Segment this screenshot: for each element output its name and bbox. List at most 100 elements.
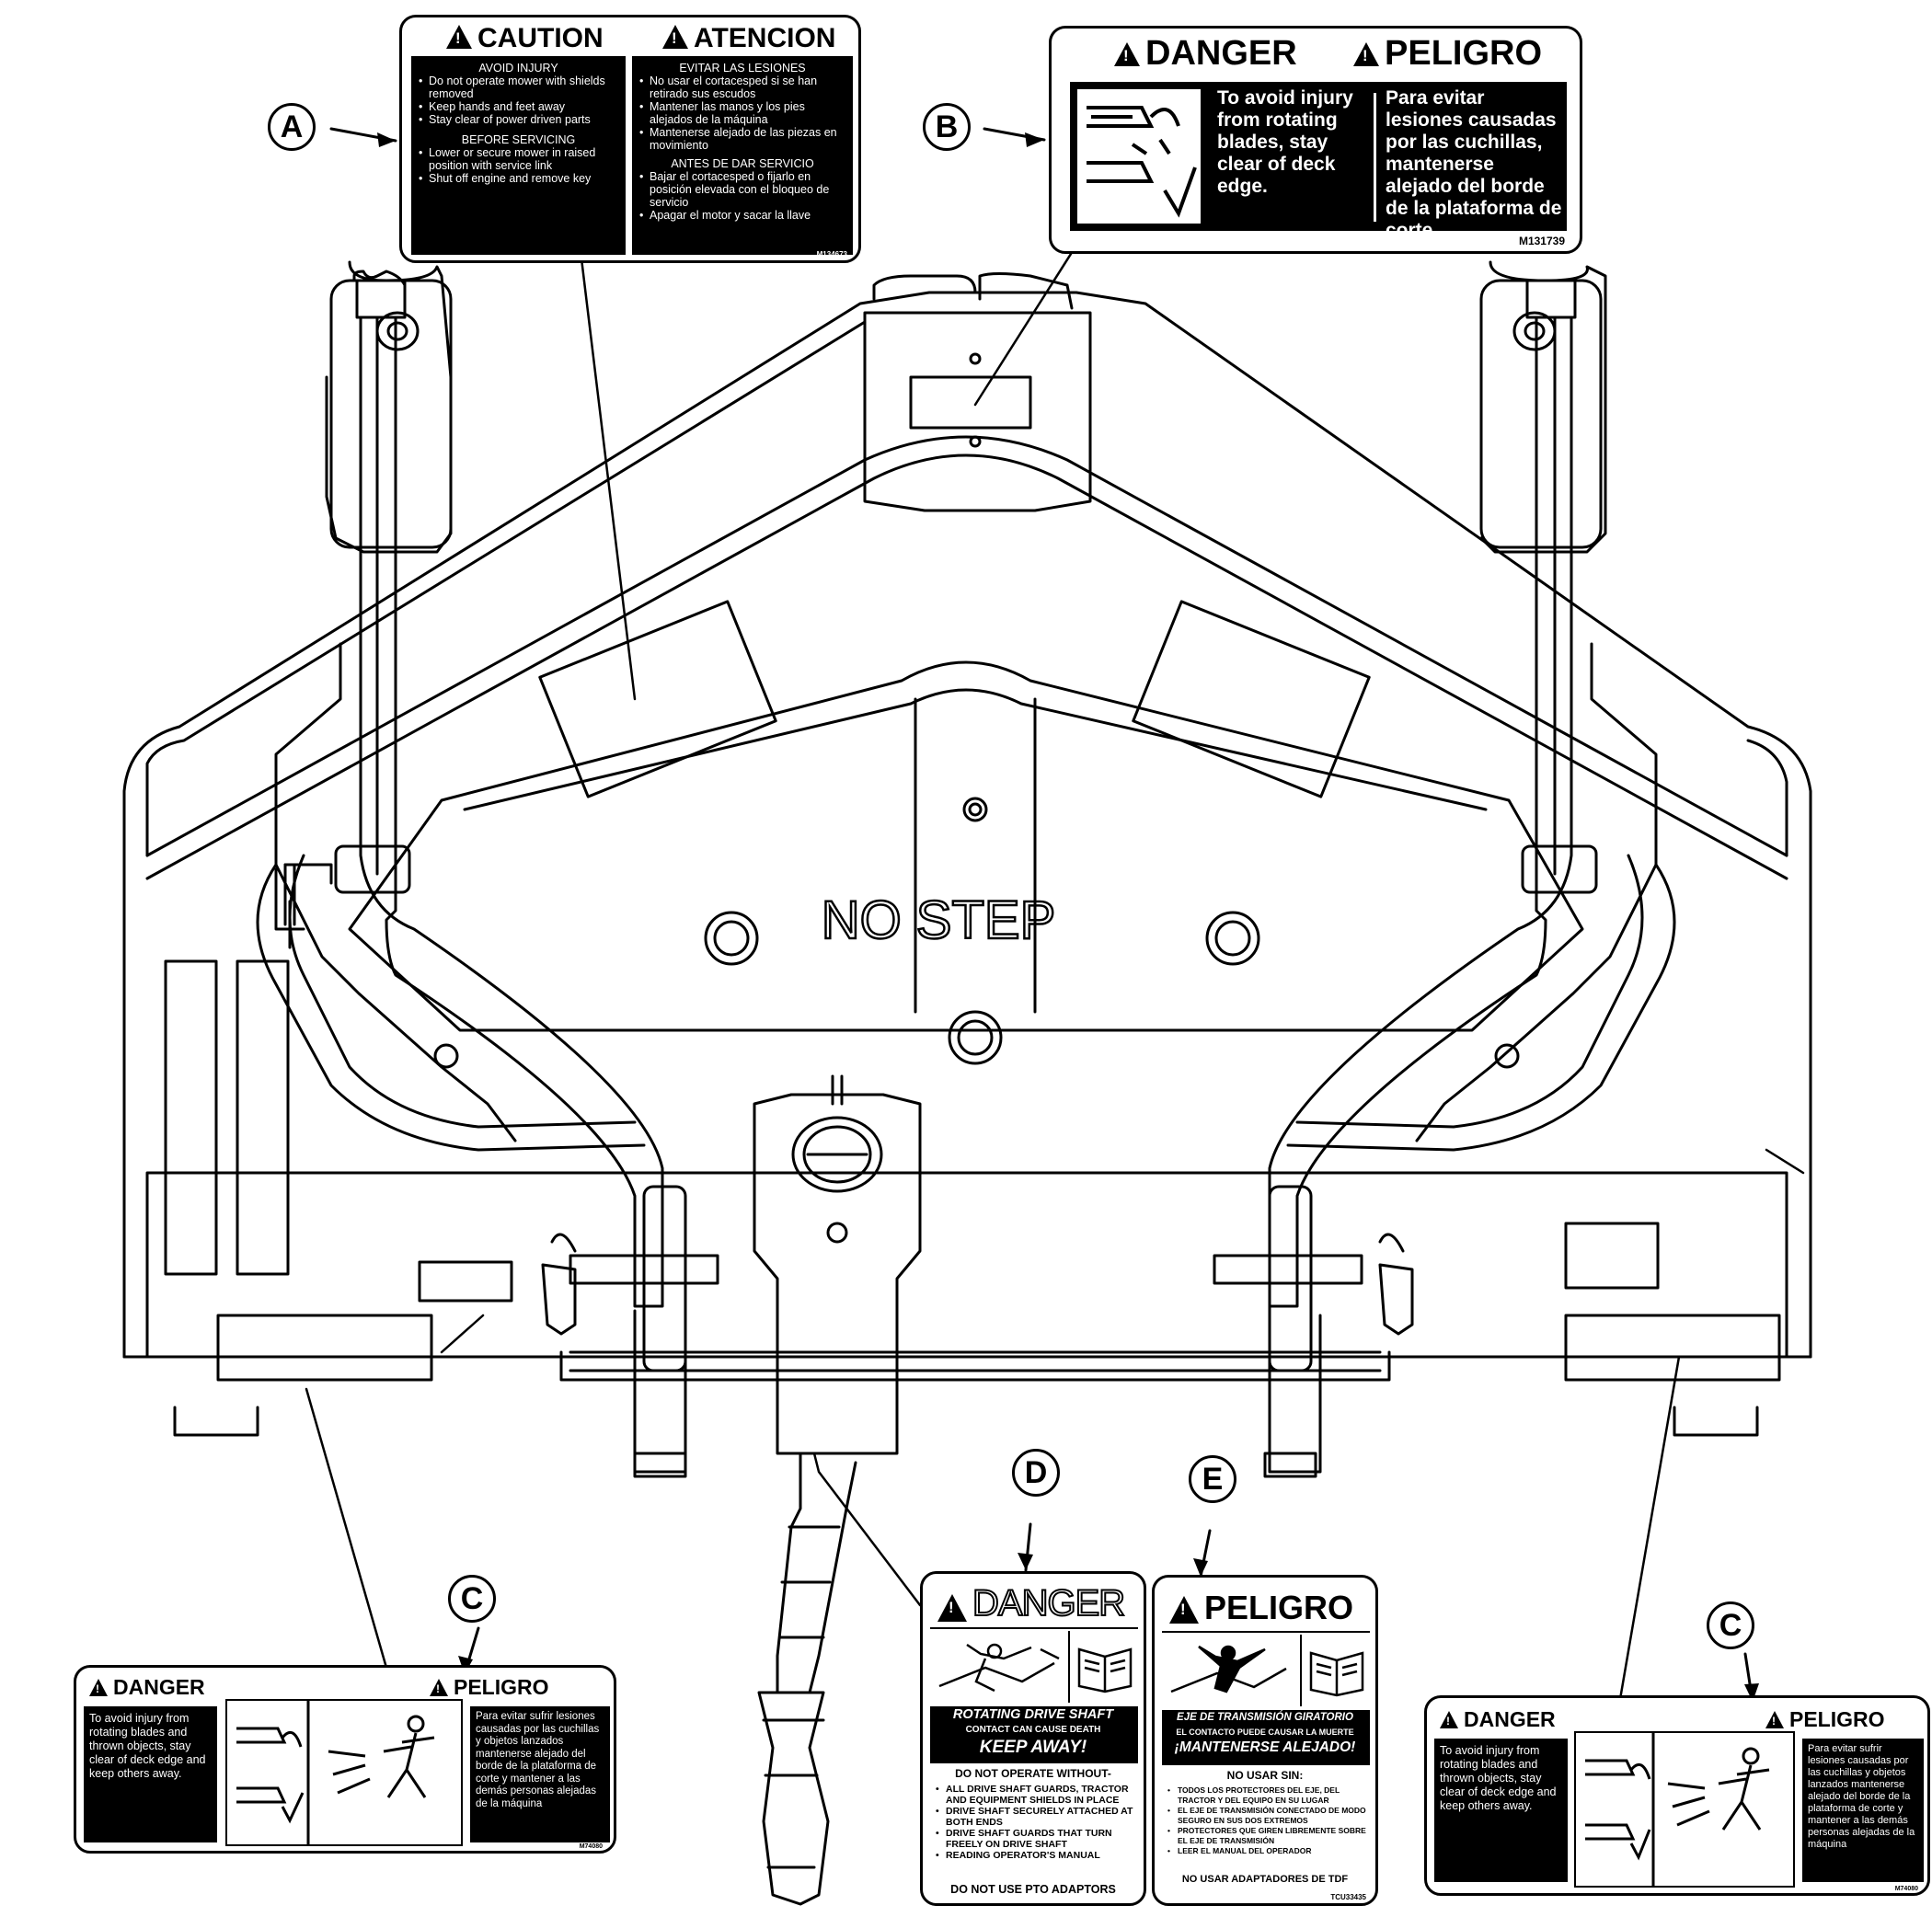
label-c-header-danger: DANGER bbox=[1440, 1707, 1556, 1732]
label-b-code: M131739 bbox=[1518, 235, 1565, 247]
label-a-code: M134673 bbox=[816, 250, 847, 258]
label-e-mantenerse-panel bbox=[1162, 1710, 1370, 1765]
label-c-header-peligro: PELIGRO bbox=[430, 1675, 549, 1700]
label-a-item: Apagar el motor y sacar la llave bbox=[639, 209, 845, 222]
label-c-code: M74080 bbox=[579, 1843, 603, 1850]
label-d-header: DANGER bbox=[930, 1581, 1138, 1629]
warning-triangle-icon bbox=[446, 25, 472, 49]
label-c-right-danger-decal: DANGER PELIGRO To avoid injury from rota… bbox=[1424, 1695, 1930, 1896]
label-a-item: Stay clear of power driven parts bbox=[419, 113, 618, 126]
warning-triangle-icon bbox=[937, 1594, 967, 1622]
label-a-caution-decal: CAUTION ATENCION AVOID INJURY Do not ope… bbox=[399, 15, 861, 263]
label-d-item: ALL DRIVE SHAFT GUARDS, TRACTOR AND EQUI… bbox=[936, 1784, 1140, 1806]
label-d-item: DRIVE SHAFT SECURELY ATTACHED AT BOTH EN… bbox=[936, 1806, 1140, 1828]
label-a-item: Keep hands and feet away bbox=[419, 100, 618, 113]
deck-outline bbox=[122, 291, 1812, 1359]
label-e-requirements-list: TODOS LOS PROTECTORES DEL EJE, DEL TRACT… bbox=[1167, 1785, 1372, 1856]
label-a-section-title: BEFORE SERVICING bbox=[461, 133, 576, 146]
label-c-english-text: To avoid injury from rotating blades and… bbox=[89, 1712, 206, 1780]
label-b-panel: To avoid injury from rotating blades, st… bbox=[1070, 82, 1567, 241]
label-c-spanish-panel: Para evitar sufrir lesiones causadas por… bbox=[1802, 1739, 1924, 1882]
label-a-item: Bajar el cortacesped o fijarlo en posici… bbox=[639, 170, 845, 209]
operator-manual-icon bbox=[1304, 1635, 1370, 1706]
label-e-item: PROTECTORES QUE GIREN LIBREMENTE SOBRE E… bbox=[1167, 1826, 1372, 1846]
label-e-footer: NO USAR ADAPTADORES DE TDF bbox=[1181, 1874, 1349, 1885]
warning-triangle-icon bbox=[430, 1679, 448, 1696]
callout-e: E bbox=[1189, 1455, 1236, 1503]
label-d-line4: DO NOT OPERATE WITHOUT- bbox=[955, 1767, 1111, 1780]
label-a-spanish-panel: EVITAR LAS LESIONES No usar el cortacesp… bbox=[632, 56, 853, 255]
label-a-item: Mantener las manos y los pies alejados d… bbox=[639, 100, 845, 126]
label-c-english-panel: To avoid injury from rotating blades and… bbox=[1434, 1739, 1568, 1882]
warning-triangle-icon bbox=[89, 1679, 108, 1696]
label-e-line2: EL CONTACTO PUEDE CAUSAR LA MUERTE bbox=[1176, 1728, 1354, 1737]
label-d-line1: ROTATING DRIVE SHAFT bbox=[952, 1707, 1114, 1722]
entanglement-hazard-icon bbox=[930, 1631, 1070, 1703]
entanglement-hazard-icon bbox=[1162, 1635, 1302, 1706]
label-c-english-text: To avoid injury from rotating blades and… bbox=[1440, 1744, 1557, 1812]
label-c-spanish-panel: Para evitar sufrir lesiones causadas por… bbox=[470, 1706, 610, 1842]
label-c-left-danger-decal: DANGER PELIGRO To avoid injury from rota… bbox=[74, 1665, 616, 1854]
label-d-footer: DO NOT USE PTO ADAPTORS bbox=[950, 1883, 1116, 1896]
label-a-section-title: AVOID INJURY bbox=[478, 62, 558, 75]
callout-c-right: C bbox=[1707, 1601, 1754, 1649]
callout-b: B bbox=[923, 103, 971, 151]
center-gearbox bbox=[753, 1093, 922, 1455]
warning-triangle-icon bbox=[1440, 1711, 1458, 1728]
right-caster-arm bbox=[1268, 316, 1573, 1308]
label-c-header-danger: DANGER bbox=[89, 1675, 205, 1700]
left-caster-arm bbox=[359, 316, 664, 1308]
label-a-item: Mantenerse alejado de las piezas en movi… bbox=[639, 126, 845, 152]
warning-triangle-icon bbox=[1114, 42, 1140, 66]
callout-d: D bbox=[1012, 1449, 1060, 1497]
blade-and-thrown-object-hazard-icon bbox=[1574, 1731, 1795, 1888]
label-e-line3: ¡MANTENERSE ALEJADO! bbox=[1174, 1739, 1356, 1755]
label-a-section-title: ANTES DE DAR SERVICIO bbox=[671, 157, 814, 170]
label-c-english-panel: To avoid injury from rotating blades and… bbox=[84, 1706, 217, 1842]
label-b-danger-decal: DANGER PELIGRO To avoid injury from rota… bbox=[1049, 26, 1582, 254]
callout-a: A bbox=[268, 103, 316, 151]
label-e-line4: NO USAR SIN: bbox=[1226, 1769, 1304, 1782]
warning-triangle-icon bbox=[1765, 1711, 1784, 1728]
operator-manual-icon bbox=[1072, 1631, 1138, 1703]
label-e-header: PELIGRO bbox=[1162, 1585, 1370, 1633]
label-c-code: M74080 bbox=[1894, 1886, 1918, 1892]
label-a-item: Lower or secure mower in raised position… bbox=[419, 146, 618, 172]
label-d-line3: KEEP AWAY! bbox=[979, 1738, 1087, 1757]
warning-triangle-icon bbox=[662, 25, 688, 49]
label-d-pto-danger-decal: DANGER ROTATING DRIVE SHAFT CONTACT CAN … bbox=[920, 1571, 1146, 1906]
label-b-spanish-text: Para evitar lesiones causadas por las cu… bbox=[1386, 87, 1562, 241]
label-b-english-text: To avoid injury from rotating blades, st… bbox=[1217, 87, 1353, 197]
label-b-header-peligro: PELIGRO bbox=[1353, 34, 1542, 74]
label-e-item: LEER EL MANUAL DEL OPERADOR bbox=[1167, 1846, 1372, 1856]
label-e-code: TCU33435 bbox=[1330, 1893, 1366, 1901]
label-c-header-peligro: PELIGRO bbox=[1765, 1707, 1885, 1732]
label-b-header-danger: DANGER bbox=[1114, 34, 1297, 74]
drive-shaft bbox=[776, 1452, 857, 1694]
label-d-requirements-list: ALL DRIVE SHAFT GUARDS, TRACTOR AND EQUI… bbox=[936, 1784, 1140, 1861]
label-a-header-caution: CAUTION bbox=[446, 23, 604, 54]
label-a-english-panel: AVOID INJURY Do not operate mower with s… bbox=[411, 56, 626, 255]
warning-triangle-icon bbox=[1169, 1596, 1199, 1624]
no-step-marking: NO STEP bbox=[822, 890, 1056, 950]
label-a-section-title: EVITAR LAS LESIONES bbox=[679, 62, 806, 75]
label-a-item: Shut off engine and remove key bbox=[419, 172, 618, 185]
label-d-item: DRIVE SHAFT GUARDS THAT TURN FREELY ON D… bbox=[936, 1828, 1140, 1850]
label-a-header-atencion: ATENCION bbox=[662, 23, 835, 54]
deck-bolt bbox=[962, 797, 988, 822]
label-e-item: TODOS LOS PROTECTORES DEL EJE, DEL TRACT… bbox=[1167, 1785, 1372, 1806]
label-a-item: Do not operate mower with shields remove… bbox=[419, 75, 618, 100]
warning-triangle-icon bbox=[1353, 42, 1379, 66]
rear-gearbox bbox=[863, 311, 1092, 512]
label-e-item: EL EJE DE TRANSMISIÓN CONECTADO DE MODO … bbox=[1167, 1806, 1372, 1826]
label-e-line1: EJE DE TRANSMISIÓN GIRATORIO bbox=[1177, 1712, 1353, 1723]
label-d-line2: CONTACT CAN CAUSE DEATH bbox=[965, 1725, 1101, 1735]
label-a-item: No usar el cortacesped si se han retirad… bbox=[639, 75, 845, 100]
label-c-spanish-text: Para evitar sufrir lesiones causadas por… bbox=[1808, 1743, 1915, 1850]
blade-and-thrown-object-hazard-icon bbox=[225, 1699, 463, 1846]
label-e-pto-peligro-decal: PELIGRO EJE DE TRANSMISIÓN GIRATORIO EL … bbox=[1152, 1575, 1378, 1906]
blade-hazard-icon bbox=[1075, 87, 1202, 225]
callout-c-left: C bbox=[448, 1575, 496, 1623]
label-c-spanish-text: Para evitar sufrir lesiones causadas por… bbox=[476, 1711, 600, 1809]
